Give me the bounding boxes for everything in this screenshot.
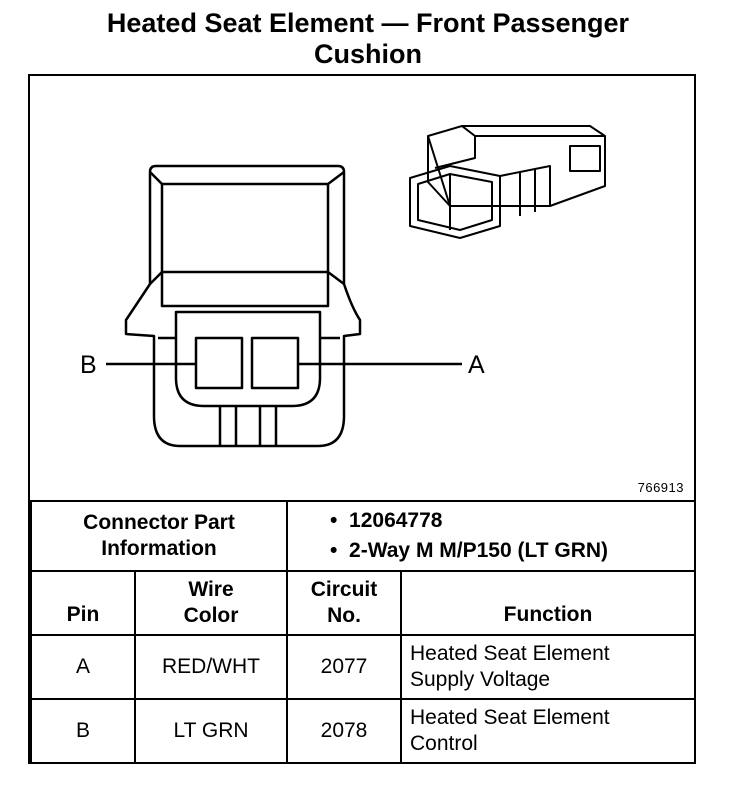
connector-lower-body bbox=[174, 310, 322, 408]
part-number-text: 12064778 bbox=[349, 509, 443, 532]
header-function: Function bbox=[400, 570, 696, 636]
row-a-function-line-1: Heated Seat Element bbox=[410, 642, 610, 665]
table-row: B LT GRN 2078 Heated Seat Element Contro… bbox=[30, 698, 696, 764]
connector-info-label-line-1: Connector Part bbox=[83, 511, 235, 534]
table-row: A RED/WHT 2077 Heated Seat Element Suppl… bbox=[30, 634, 696, 700]
row-b-function-line-2: Control bbox=[410, 732, 478, 755]
connector-drawing bbox=[106, 125, 606, 448]
bullet: • bbox=[330, 539, 338, 562]
row-a-function: Heated Seat Element Supply Voltage bbox=[400, 634, 696, 700]
page-title: Heated Seat Element — Front Passenger Cu… bbox=[0, 8, 736, 70]
connector-description: • 2-Way M M/P150 (LT GRN) bbox=[330, 536, 694, 566]
figure-id: 766913 bbox=[637, 480, 684, 495]
title-line-1: Heated Seat Element — Front Passenger bbox=[106, 8, 630, 38]
row-b-pin: B bbox=[30, 698, 136, 764]
connector-description-text: 2-Way M M/P150 (LT GRN) bbox=[349, 539, 609, 562]
pin-label-a: A bbox=[468, 351, 485, 379]
connector-iso-view bbox=[409, 125, 606, 239]
connector-info-label-line-2: Information bbox=[101, 537, 217, 560]
header-wire-color-line-2: Color bbox=[183, 604, 239, 627]
connector-table: Connector Part Information • 12064778 • … bbox=[30, 500, 696, 764]
connector-info-values: • 12064778 • 2-Way M M/P150 (LT GRN) bbox=[286, 500, 696, 572]
latch-tabs bbox=[218, 406, 278, 446]
connector-inner-frame bbox=[160, 182, 330, 274]
row-b-circuit: 2078 bbox=[286, 698, 402, 764]
header-wire-color-line-1: Wire bbox=[188, 578, 234, 601]
row-b-wire-color: LT GRN bbox=[134, 698, 288, 764]
header-pin: Pin bbox=[30, 570, 136, 636]
pin-cavity-b bbox=[194, 336, 244, 390]
row-a-wire-color: RED/WHT bbox=[134, 634, 288, 700]
connector-info-row: Connector Part Information • 12064778 • … bbox=[30, 500, 696, 572]
row-b-function: Heated Seat Element Control bbox=[400, 698, 696, 764]
header-wire-color: Wire Color bbox=[134, 570, 288, 636]
table-header-row: Pin Wire Color Circuit No. Function bbox=[30, 570, 696, 636]
header-circuit-line-2: No. bbox=[327, 604, 361, 627]
connector-info-label: Connector Part Information bbox=[30, 500, 288, 572]
connector-face-outline bbox=[124, 164, 362, 448]
pin-cavity-a bbox=[250, 336, 300, 390]
title-line-2: Cushion bbox=[314, 39, 422, 69]
diagram-frame: B A 766913 Connector Part Information • … bbox=[28, 74, 696, 764]
pin-label-b: B bbox=[80, 351, 97, 379]
connector-diagram: B A 766913 bbox=[30, 76, 694, 500]
header-circuit-line-1: Circuit bbox=[310, 578, 378, 601]
row-b-function-line-1: Heated Seat Element bbox=[410, 706, 610, 729]
connector-part-number: • 12064778 bbox=[330, 506, 694, 536]
row-a-circuit: 2077 bbox=[286, 634, 402, 700]
header-pin-text: Pin bbox=[66, 603, 100, 626]
row-a-pin: A bbox=[30, 634, 136, 700]
row-a-function-line-2: Supply Voltage bbox=[410, 668, 551, 691]
bullet: • bbox=[330, 509, 338, 532]
header-function-text: Function bbox=[503, 603, 593, 626]
header-circuit: Circuit No. bbox=[286, 570, 402, 636]
